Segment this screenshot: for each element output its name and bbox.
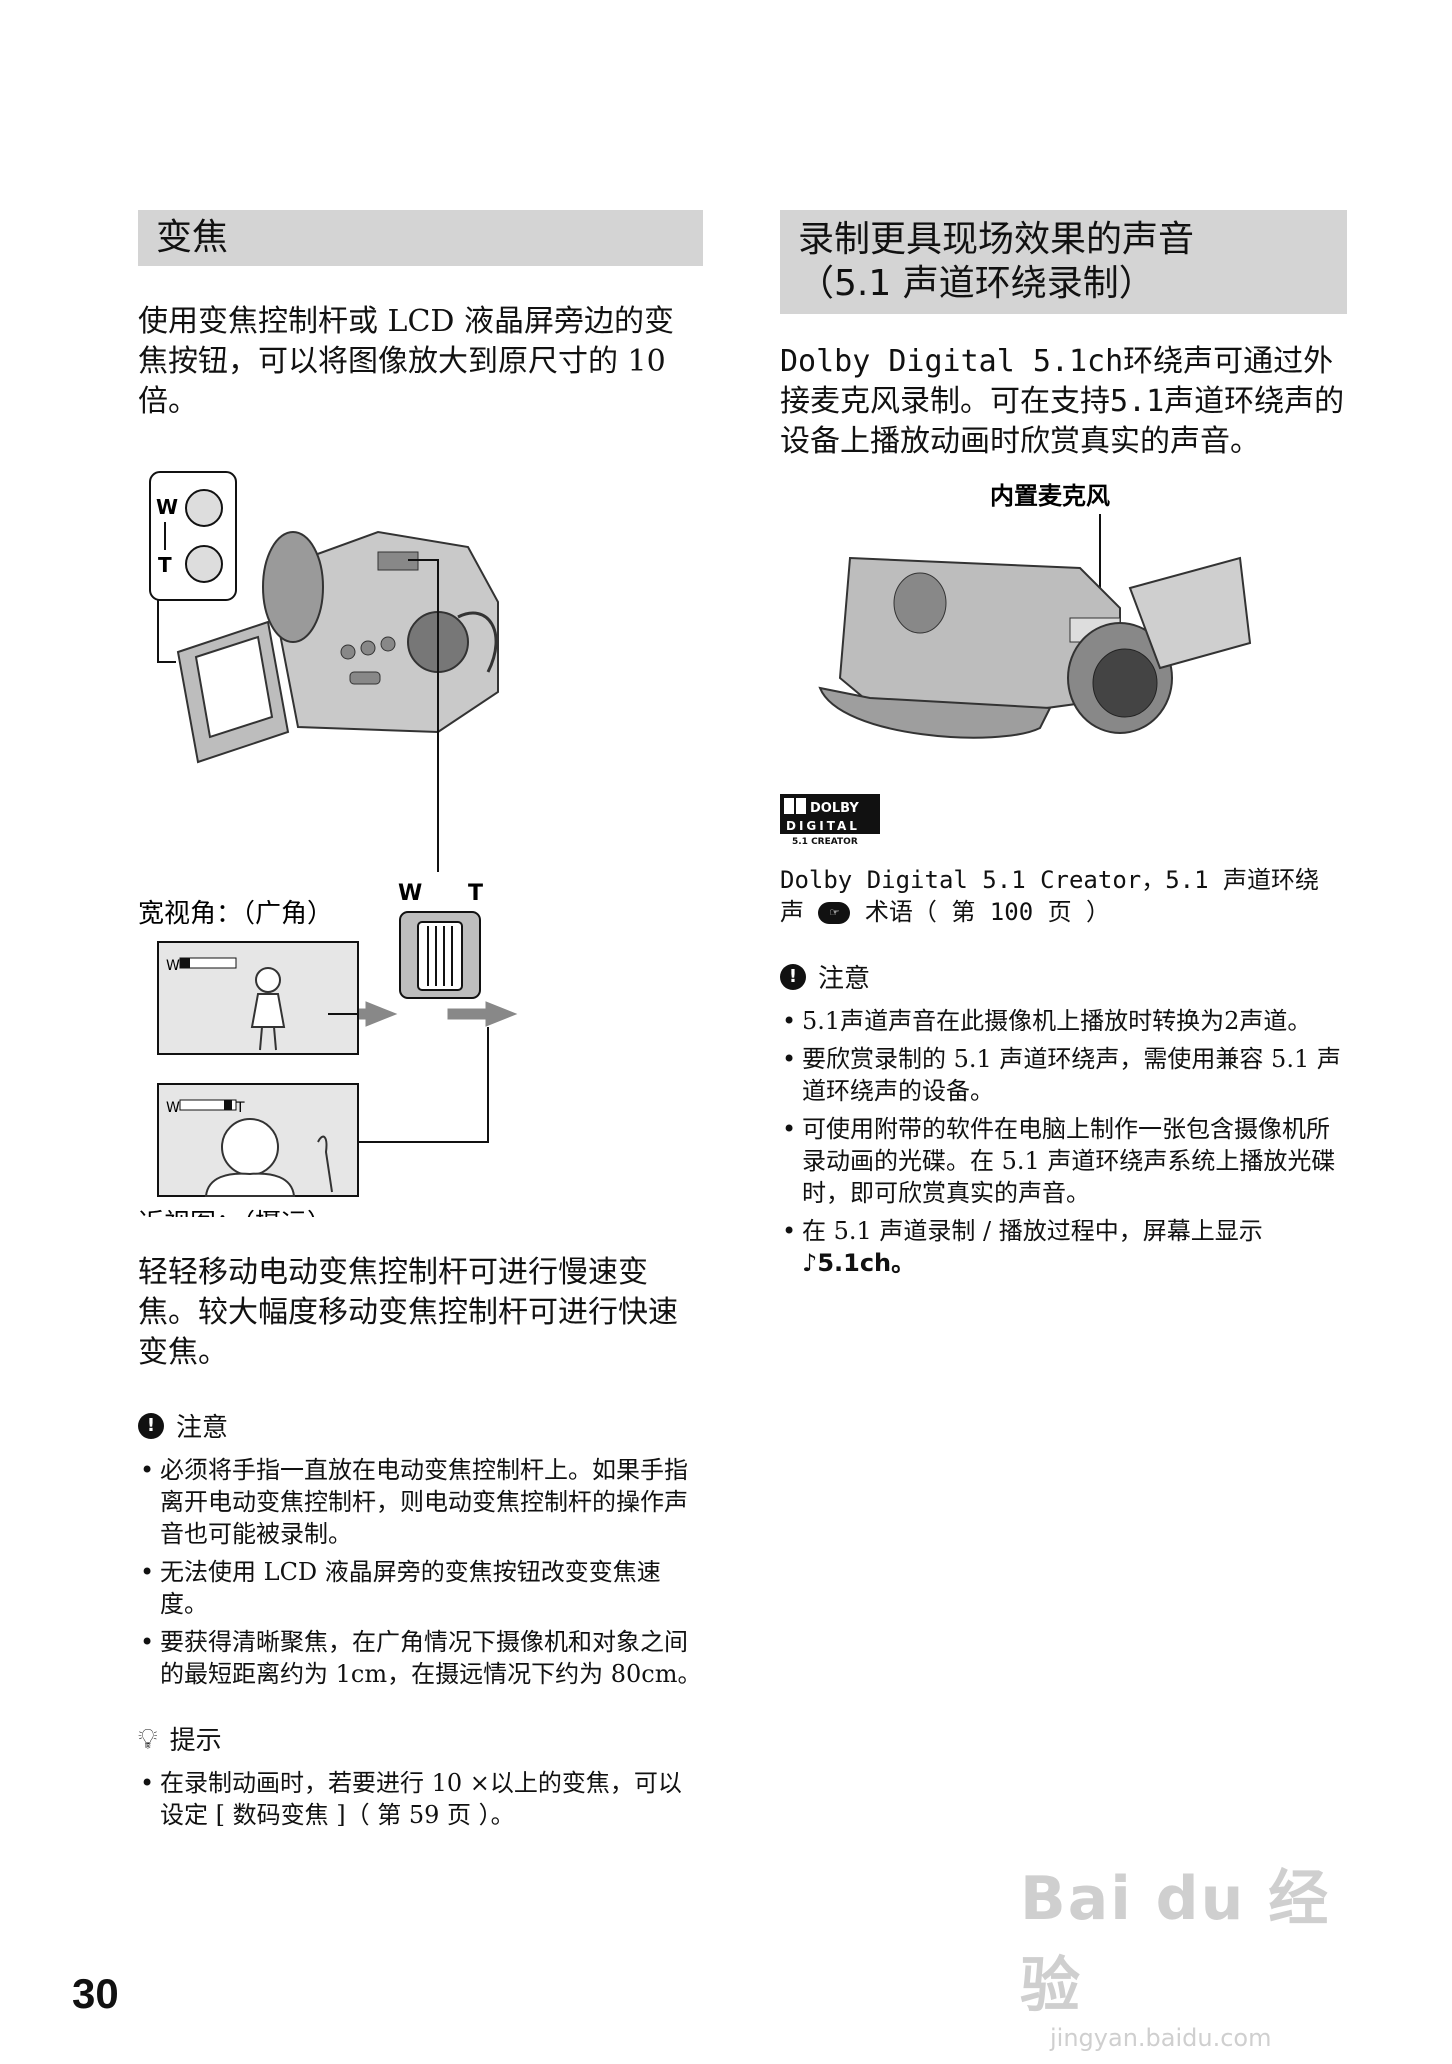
tips-heading: 💡︎ 提示: [138, 1721, 222, 1757]
right-column: 录制更具现场效果的声音 （5.1 声道环绕录制） Dolby Digital 5…: [780, 210, 1347, 1285]
svg-text:W: W: [166, 1100, 180, 1116]
list-item: 必须将手指一直放在电动变焦控制杆上。如果手指离开电动变焦控制杆，则电动变焦控制杆…: [138, 1454, 703, 1550]
surround-indicator: ♪5.1ch。: [802, 1249, 916, 1277]
svg-text:DOLBY: DOLBY: [810, 801, 859, 816]
tips-box: 💡︎ 提示 在录制动画时，若要进行 10 ×以上的变焦，可以设定 [ 数码变焦 …: [138, 1720, 703, 1831]
watermark-main: Bai du 经验: [1020, 1864, 1331, 2021]
section-heading-surround: 录制更具现场效果的声音 （5.1 声道环绕录制）: [780, 210, 1347, 314]
zoom-figure: W T W T: [138, 471, 518, 1217]
list-item: 要欣赏录制的 5.1 声道环绕声，需使用兼容 5.1 声道环绕声的设备。: [780, 1043, 1347, 1107]
zoom-intro: 使用变焦控制杆或 LCD 液晶屏旁边的变焦按钮，可以将图像放大到原尺寸的 10 …: [138, 304, 675, 419]
svg-text:5.1 CREATOR: 5.1 CREATOR: [792, 837, 858, 846]
list-item: 无法使用 LCD 液晶屏旁的变焦按钮改变变焦速度。: [138, 1556, 703, 1620]
tips-list: 在录制动画时，若要进行 10 ×以上的变焦，可以设定 [ 数码变焦 ]（ 第 5…: [138, 1767, 703, 1831]
camcorder-mic-figure: 内置麦克风: [818, 482, 1252, 739]
camcorder-illustration: [176, 530, 499, 764]
list-item: 在录制动画时，若要进行 10 ×以上的变焦，可以设定 [ 数码变焦 ]（ 第 5…: [138, 1767, 703, 1831]
button-t-label: T: [158, 553, 172, 577]
notes-list-right: 5.1声道声音在此摄像机上播放时转换为2声道。 要欣赏录制的 5.1 声道环绕声…: [780, 1005, 1347, 1279]
list-item: 要获得清晰聚焦，在广角情况下摄像机和对象之间的最短距离约为 1cm，在摄远情况下…: [138, 1626, 703, 1690]
notes-box-right: ! 注意 5.1声道声音在此摄像机上播放时转换为2声道。 要欣赏录制的 5.1 …: [780, 958, 1347, 1279]
zoom-w-button-icon: [185, 489, 223, 527]
notes-box-left: ! 注意 必须将手指一直放在电动变焦控制杆上。如果手指离开电动变焦控制杆，则电动…: [138, 1407, 703, 1690]
lever-t-label: T: [468, 881, 483, 906]
lever-w-label: W: [398, 881, 422, 906]
svg-text:T: T: [235, 1100, 245, 1116]
left-column: 变焦 使用变焦控制杆或 LCD 液晶屏旁边的变焦按钮，可以将图像放大到原尺寸的 …: [138, 210, 703, 1837]
dolby-logo: DOLBY DIGITAL 5.1 CREATOR: [780, 794, 880, 847]
wide-angle-label: 宽视角：（广角）: [138, 899, 333, 929]
telephoto-label: 近视图：（摄远）: [138, 1209, 333, 1217]
dolby-logo-icon: DOLBY DIGITAL 5.1 CREATOR: [780, 794, 880, 847]
button-w-label: W: [156, 495, 178, 519]
caution-icon: !: [780, 963, 806, 990]
notes-heading-left: ! 注意: [138, 1407, 703, 1444]
lightbulb-icon: 💡︎: [138, 1721, 158, 1755]
camcorder-illustration: [818, 556, 1252, 739]
glossary-icon: ☞: [818, 902, 851, 924]
dolby-creator-text: Dolby Digital 5.1 Creator，5.1 声道环绕 声 ☞ 术…: [780, 866, 1320, 926]
list-item: 在 5.1 声道录制 / 播放过程中，屏幕上显示 ♪5.1ch。: [780, 1215, 1347, 1279]
svg-text:W: W: [166, 958, 180, 974]
svg-text:DIGITAL: DIGITAL: [786, 819, 860, 833]
glossary-link[interactable]: 术语（ 第 100 页 ）: [864, 898, 1111, 926]
list-item: 可使用附带的软件在电脑上制作一张包含摄像机所录动画的光碟。在 5.1 声道环绕声…: [780, 1113, 1347, 1209]
arrow-right-icon: [447, 1001, 518, 1027]
section-heading-zoom: 变焦: [138, 210, 703, 266]
caution-icon: !: [138, 1412, 164, 1439]
notes-heading-right: ! 注意: [780, 958, 1347, 995]
notes-list-left: 必须将手指一直放在电动变焦控制杆上。如果手指离开电动变焦控制杆，则电动变焦控制杆…: [138, 1454, 703, 1690]
watermark-url: jingyan.baidu.com: [1050, 2024, 1272, 2052]
watermark: Bai du 经验 jingyan.baidu.com: [1020, 1850, 1350, 2052]
built-in-mic-label: 内置麦克风: [990, 482, 1110, 510]
zoom-t-button-icon: [185, 545, 223, 583]
page-number: 30: [72, 1970, 119, 2017]
list-item: 5.1声道声音在此摄像机上播放时转换为2声道。: [780, 1005, 1347, 1037]
surround-intro: Dolby Digital 5.1ch环绕声可通过外接麦克风录制。可在支持5.1…: [780, 344, 1345, 459]
zoom-body-text: 轻轻移动电动变焦控制杆可进行慢速变焦。较大幅度移动变焦控制杆可进行快速变焦。: [138, 1255, 678, 1370]
